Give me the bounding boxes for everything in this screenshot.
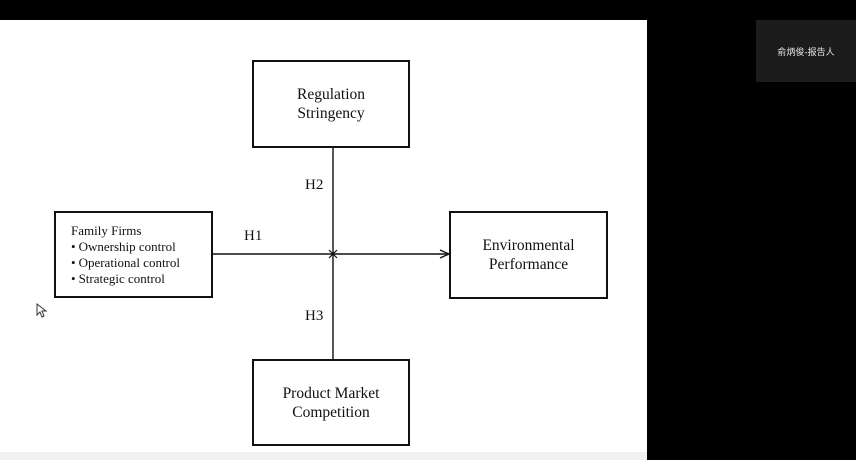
participant-name: 俞炳俊-报告人 <box>777 47 835 58</box>
h1-label: H1 <box>244 228 263 244</box>
junction-mark <box>328 249 338 259</box>
family-firms-item: Strategic control <box>71 271 180 287</box>
product-market-competition-box: Product Market Competition <box>252 359 410 446</box>
mouse-cursor-icon <box>36 303 48 318</box>
competition-line-2: Competition <box>292 403 370 421</box>
h3-label: H3 <box>305 308 324 324</box>
regulation-line-1: Regulation <box>296 86 366 103</box>
family-firms-title: Family Firms <box>71 222 142 238</box>
environmental-performance-box: Environmental Performance <box>449 211 608 299</box>
family-firms-item: Operational control <box>71 255 180 271</box>
family-firms-item: Ownership control <box>71 239 180 255</box>
environmental-line-1: Environmental <box>482 237 575 254</box>
slide-bottom-strip <box>0 452 647 460</box>
regulation-stringency-box: Regulation Stringency <box>252 60 410 148</box>
competition-line-1: Product Market <box>282 384 380 402</box>
h2-label: H2 <box>305 177 324 193</box>
participant-video-tile[interactable]: 俞炳俊-报告人 <box>756 20 856 82</box>
environmental-line-2: Performance <box>488 256 569 273</box>
regulation-line-2: Stringency <box>297 105 365 122</box>
family-firms-box: Family Firms Ownership control Operation… <box>54 211 213 298</box>
